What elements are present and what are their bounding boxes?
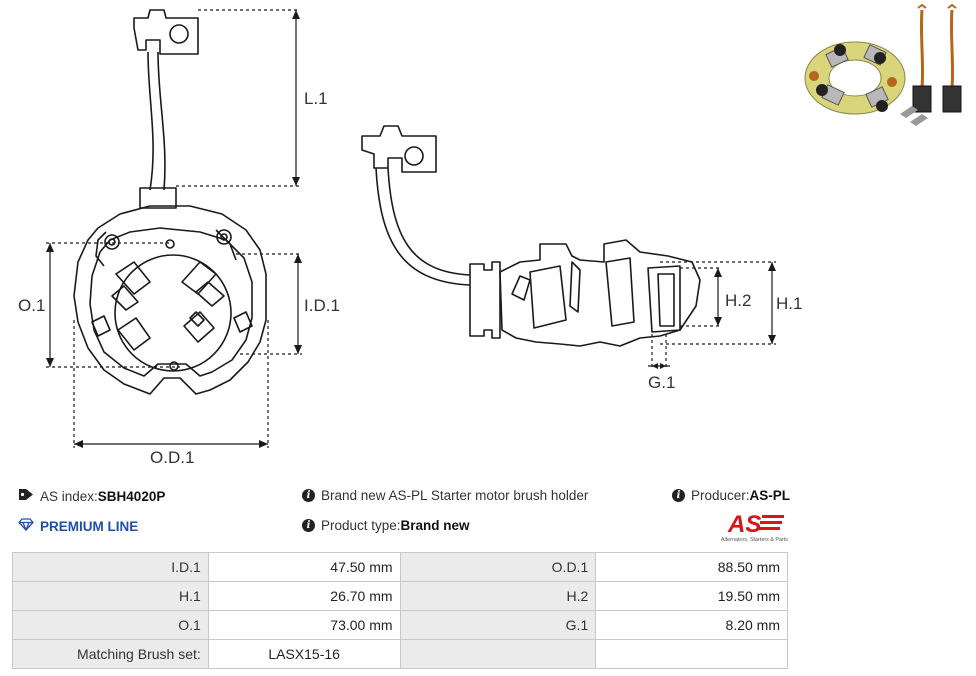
product-type-label: Product type:: [321, 518, 401, 533]
spec-key: H.1: [12, 581, 209, 611]
spec-value: 26.70 mm: [207, 581, 401, 611]
as-pl-logo[interactable]: AS Alternators, Starters & Parts: [704, 510, 790, 544]
as-index-value: SBH4020P: [97, 488, 166, 504]
spec-value: 88.50 mm: [595, 552, 788, 582]
spec-key: I.D.1: [12, 552, 209, 582]
product-type: i Product type: Brand new: [302, 518, 470, 533]
spec-value: 8.20 mm: [595, 610, 788, 640]
diamond-icon: [18, 518, 34, 534]
product-type-value: Brand new: [400, 518, 470, 533]
spec-key: Matching Brush set:: [12, 639, 209, 669]
dim-label-o1: O.1: [18, 296, 45, 315]
dim-label-h2: H.2: [725, 291, 751, 310]
spec-value: 73.00 mm: [207, 610, 401, 640]
description-text: Brand new AS-PL Starter motor brush hold…: [321, 488, 589, 503]
info-icon: i: [302, 519, 315, 532]
table-row: Matching Brush set:LASX15-16: [12, 639, 788, 669]
producer-label: Producer:: [691, 488, 750, 503]
dim-label-od1: O.D.1: [150, 448, 194, 467]
info-icon: i: [672, 489, 685, 502]
logo-tagline: Alternators, Starters & Parts: [721, 537, 788, 543]
dim-label-l1: L.1: [304, 89, 328, 108]
producer-value: AS-PL: [749, 488, 791, 503]
spec-key: G.1: [399, 610, 597, 640]
spec-value: LASX15-16: [207, 639, 401, 669]
spec-key: O.1: [12, 610, 209, 640]
description: i Brand new AS-PL Starter motor brush ho…: [302, 488, 588, 503]
premium-line-label: PREMIUM LINE: [40, 518, 139, 534]
info-icon: i: [302, 489, 315, 502]
technical-drawing: L.1 O.1 I.D.1 O.D.1 H.1 H.2 G.1: [18, 9, 802, 467]
as-index-label: AS index:: [40, 488, 98, 504]
spec-key: H.2: [399, 581, 597, 611]
premium-line[interactable]: PREMIUM LINE: [18, 518, 138, 534]
producer: i Producer: AS-PL: [672, 488, 790, 503]
dim-label-id1: I.D.1: [304, 296, 340, 315]
product-photo[interactable]: [800, 4, 972, 128]
spec-key: O.D.1: [399, 552, 597, 582]
spec-value: 47.50 mm: [207, 552, 401, 582]
dim-label-h1: H.1: [776, 294, 802, 313]
as-index: AS index: SBH4020P: [18, 488, 165, 504]
dim-label-g1: G.1: [648, 373, 675, 392]
logo-mark: AS: [727, 511, 761, 538]
spec-key: [399, 639, 597, 669]
spec-value: 19.50 mm: [595, 581, 788, 611]
spec-value: [595, 639, 788, 669]
tag-icon: [18, 488, 34, 504]
